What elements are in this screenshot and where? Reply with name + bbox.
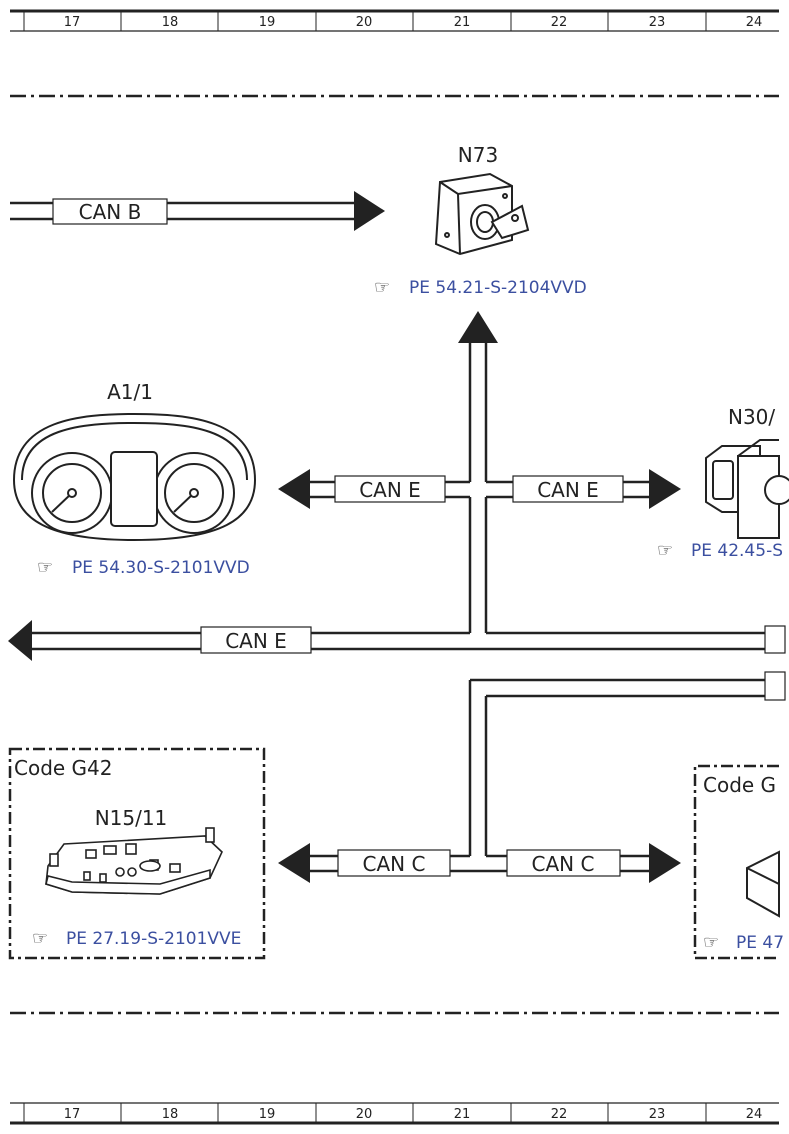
ruler-col-17: 17 [64,15,81,30]
can-b-arrowhead [354,191,385,231]
ruler-col-22: 22 [551,1107,568,1122]
ruler-col-22: 22 [551,15,568,30]
ruler-col-24: 24 [746,1107,763,1122]
connector-stub-lower [764,671,786,701]
pointing-hand-icon: ☞ [37,557,53,578]
can-e-bottom-label: CAN E [225,629,287,653]
can-c-left-label: CAN C [363,852,426,876]
n30-component: N30/ ☞ PE 42.45-S [657,405,789,561]
ruler-col-17: 17 [64,1107,81,1122]
instrument-cluster-icon [12,412,257,542]
ruler-col-19: 19 [259,1107,276,1122]
code-g-right-reference[interactable]: PE 47 [736,933,784,953]
n15-11-label: N15/11 [95,806,168,830]
ruler-col-19: 19 [259,15,276,30]
can-e-left-connection: CAN E [278,469,470,509]
ruler-col-20: 20 [356,1107,373,1122]
can-e-right-label-box [512,475,624,503]
pointing-hand-icon: ☞ [32,928,48,949]
pointing-hand-icon: ☞ [374,277,390,298]
can-e-bottom-arrowhead [8,620,32,661]
ignition-switch-icon [434,172,530,256]
control-unit-icon [705,439,789,539]
can-e-bottom-label-box [200,626,312,654]
connector-stub-upper [764,625,786,654]
a1-1-reference[interactable]: PE 54.30-S-2101VVD [72,558,250,578]
can-c-left-label-box [337,849,451,877]
module-box-icon [746,850,780,918]
can-e-bottom-connection: CAN E [8,620,786,661]
can-b-connection: CAN B [10,191,385,231]
can-c-right-label-box [506,849,621,877]
can-e-trunk [30,311,779,651]
can-e-left-label-box [334,475,446,503]
ruler-col-24: 24 [746,15,763,30]
can-c-left-arrowhead [278,843,310,883]
can-c-right-label: CAN C [532,852,595,876]
ruler-col-18: 18 [162,1107,179,1122]
code-g-right-box: Code G ☞ PE 47 [693,764,784,960]
n15-11-reference[interactable]: PE 27.19-S-2101VVE [66,929,241,949]
a1-1-component: A1/1 ☞ PE 54.30-S-2101VVD [12,380,257,578]
pointing-hand-icon: ☞ [657,540,673,561]
bottom-ruler: 17 18 19 20 21 22 23 24 [10,1102,779,1125]
ruler-col-21: 21 [454,15,471,30]
can-e-left-label: CAN E [359,478,421,502]
ruler-col-18: 18 [162,15,179,30]
n73-reference[interactable]: PE 54.21-S-2104VVD [409,278,587,298]
can-c-left-connection: CAN C [278,843,652,883]
code-g42-box: Code G42 N15/11 ☞ PE 27.19-S-2101VVE [8,747,266,960]
ruler-col-23: 23 [649,15,666,30]
can-c-right-arrowhead [649,843,681,883]
code-g-right-label: Code G [703,773,776,797]
can-e-right-label: CAN E [537,478,599,502]
can-c-right-connection: CAN C [486,843,681,883]
can-b-label: CAN B [79,200,142,224]
n73-arrowhead [458,311,498,343]
can-c-trunk [468,671,786,856]
a1-1-label: A1/1 [107,380,153,404]
can-e-right-connection: CAN E [486,469,681,509]
code-g42-label: Code G42 [14,756,113,780]
ruler-col-20: 20 [356,15,373,30]
n73-component: N73 ☞ PE 54.21-S-2104VVD [374,143,587,298]
ruler-col-23: 23 [649,1107,666,1122]
circuit-board-icon [45,827,223,895]
can-b-label-box [52,198,168,225]
n30-reference[interactable]: PE 42.45-S [691,541,783,561]
n30-label: N30/ [728,405,775,429]
can-e-right-arrowhead [649,469,681,509]
can-e-left-arrowhead [278,469,310,509]
top-ruler: 17 18 19 20 21 22 23 24 [10,9,779,32]
n73-label: N73 [458,143,498,167]
ruler-col-21: 21 [454,1107,471,1122]
pointing-hand-icon: ☞ [703,932,719,953]
